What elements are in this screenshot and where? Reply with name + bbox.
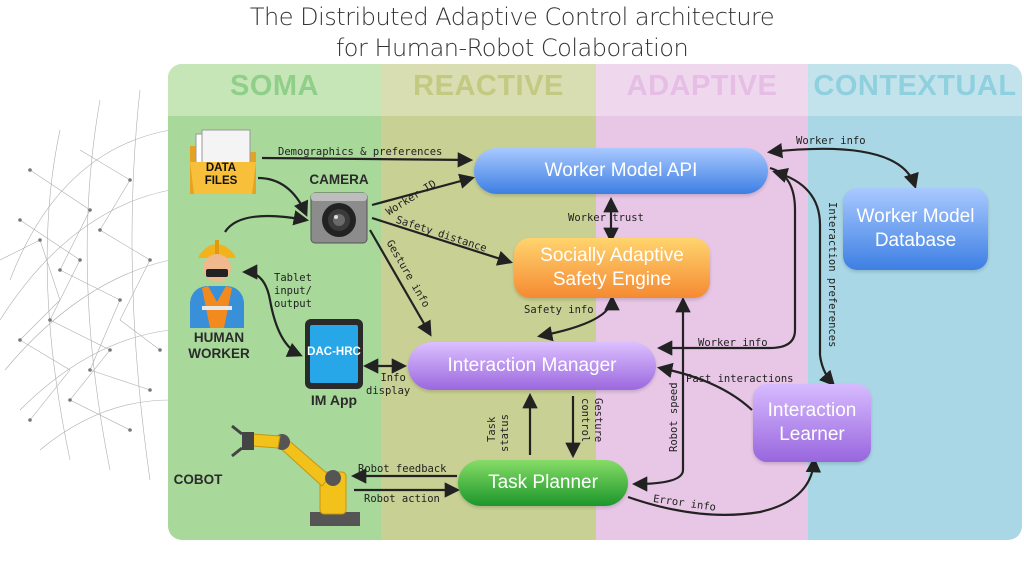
layer-soma-header: SOMA	[168, 64, 381, 116]
layer-reactive-label: REACTIVE	[413, 70, 564, 102]
label-interaction-preferences: Interaction preferences	[826, 202, 838, 348]
edge-error-info	[627, 456, 822, 516]
layer-adaptive-header: ADAPTIVE	[596, 64, 808, 116]
label-demographics: Demographics & preferences	[278, 146, 443, 158]
robot-arm-icon	[230, 422, 362, 528]
label-tablet-io: Tablet input/ output	[274, 272, 312, 311]
globe-network-icon	[0, 89, 170, 481]
label-gesture-control-2: control	[579, 398, 591, 443]
label-safety-info: Safety info	[524, 304, 594, 316]
camera-icon	[310, 190, 368, 244]
title-line-1: The Distributed Adaptive Control archite…	[249, 3, 775, 31]
safety-engine-node[interactable]: Socially Adaptive Safety Engine	[514, 238, 710, 298]
label-info-display-2: display	[366, 385, 411, 397]
human-worker-label-2: WORKER	[188, 346, 250, 361]
human-worker-label-1: HUMAN	[193, 330, 245, 345]
layer-adaptive-label: ADAPTIVE	[626, 70, 778, 102]
safety-engine-label-2: Safety Engine	[552, 269, 672, 290]
worker-model-database-label-2: Database	[874, 230, 957, 251]
worker-model-api-label: Worker Model API	[544, 160, 698, 181]
title-line-2: for Human-Robot Colaboration	[335, 34, 689, 62]
label-robot-feedback: Robot feedback	[358, 463, 447, 475]
camera-label: CAMERA	[309, 172, 369, 187]
edge-worker-camera	[224, 210, 310, 233]
edge-files-camera	[257, 176, 309, 217]
label-robot-action: Robot action	[364, 493, 440, 505]
label-worker-info-db: Worker info	[796, 135, 866, 147]
edge-interaction-preferences	[772, 168, 822, 355]
interaction-learner-label-1: Interaction	[767, 400, 857, 421]
layer-soma-label: SOMA	[230, 70, 319, 102]
edge-safety-info	[536, 294, 620, 342]
label-past-interactions: Past interactions	[686, 373, 794, 385]
label-info-display-1: Info	[380, 372, 406, 384]
data-files-label-1: DATA	[205, 162, 237, 174]
label-info-display: Info display	[366, 372, 410, 398]
label-tablet-io-1: Tablet	[274, 272, 312, 284]
interaction-manager-node[interactable]: Interaction Manager	[408, 342, 656, 390]
interaction-learner-node[interactable]: Interaction Learner	[753, 384, 871, 462]
edge-past-interactions	[656, 362, 753, 411]
task-planner-node[interactable]: Task Planner	[458, 460, 628, 506]
interaction-manager-label: Interaction Manager	[447, 355, 617, 376]
label-robot-speed: Robot speed	[668, 382, 680, 452]
worker-model-database-label-1: Worker Model	[856, 206, 975, 227]
im-app-label: IM App	[310, 392, 358, 408]
edge-robot-speed	[631, 296, 691, 492]
task-planner-label: Task Planner	[488, 472, 598, 493]
worker-model-database-node[interactable]: Worker Model Database	[843, 188, 988, 270]
label-tablet-io-3: output	[274, 298, 312, 310]
edge-safety-distance	[371, 216, 513, 266]
edge-worker-info-db	[766, 143, 919, 189]
diagram-title: The Distributed Adaptive Control archite…	[0, 2, 1024, 64]
edge-demographics	[261, 152, 474, 168]
edge-worker-id	[371, 173, 475, 207]
tablet-icon[interactable]: DAC-HRC	[304, 318, 364, 390]
label-task-status-2: status	[499, 414, 511, 452]
interaction-learner-label-2: Learner	[779, 424, 845, 445]
tablet-screen-text: DAC-HRC	[307, 346, 361, 358]
worker-icon	[186, 236, 248, 328]
label-worker-info-im: Worker info	[698, 337, 768, 349]
edge-tablet-io	[241, 264, 303, 357]
label-gesture-control: Gesture control	[578, 398, 604, 442]
safety-engine-label-1: Socially Adaptive	[540, 245, 684, 266]
layer-reactive-header: REACTIVE	[381, 64, 596, 116]
data-files-label-2: FILES	[204, 175, 238, 187]
layer-contextual-label: CONTEXTUAL	[813, 70, 1017, 102]
cobot-label: COBOT	[173, 472, 223, 487]
label-gesture-control-1: Gesture	[592, 398, 604, 443]
edge-pref-learner	[818, 354, 836, 387]
layer-contextual-header: CONTEXTUAL	[808, 64, 1022, 116]
worker-model-api-node[interactable]: Worker Model API	[474, 148, 768, 194]
label-worker-trust: Worker trust	[568, 212, 644, 224]
folder-icon: DATA FILES	[188, 128, 258, 198]
edge-gesture-info	[369, 229, 432, 337]
label-task-status: Task status	[486, 414, 512, 452]
label-task-status-1: Task	[486, 416, 498, 442]
label-tablet-io-2: input/	[274, 285, 312, 297]
